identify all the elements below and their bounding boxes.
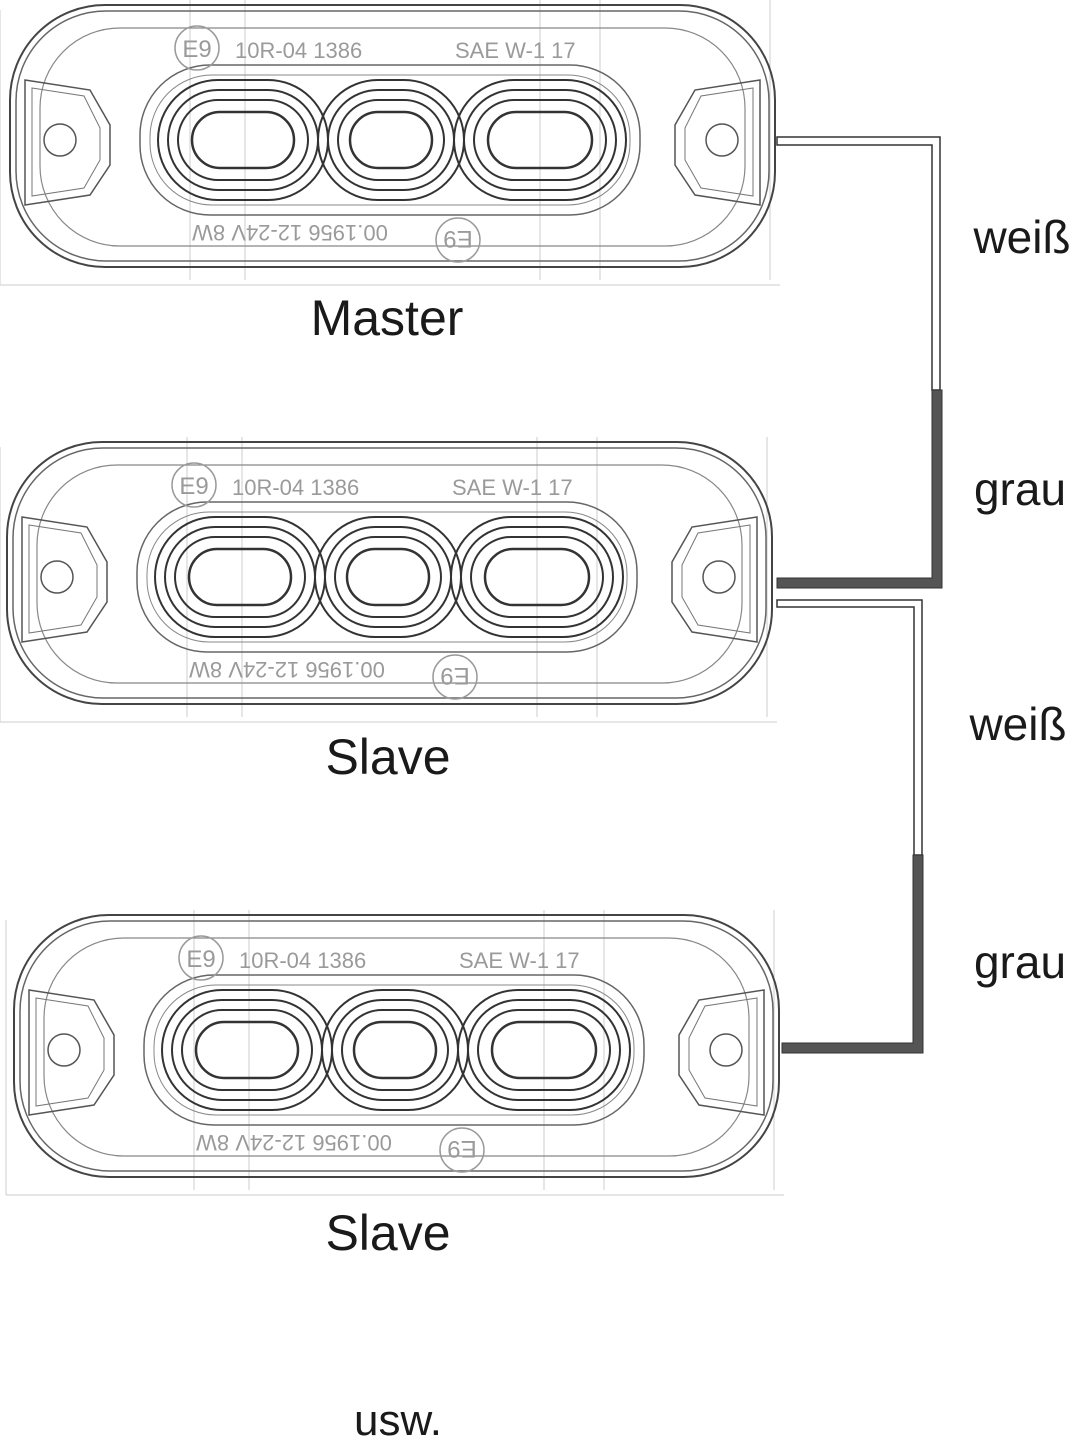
lamp-label-master: Master	[311, 290, 464, 346]
code-bottom: 00.1956 12-24V 8W	[189, 657, 385, 682]
approval-mark-bottom: E9	[443, 225, 472, 252]
wire-grey-2	[781, 854, 924, 1054]
wire-label-weiss-2: weiß	[968, 698, 1066, 750]
code-bottom: 00.1956 12-24V 8W	[196, 1130, 392, 1155]
sae-code: SAE W-1 17	[459, 948, 580, 973]
lamp-label-slave-2: Slave	[325, 1205, 450, 1261]
approval-mark-bottom: E9	[447, 1135, 476, 1162]
approval-mark-top: E9	[179, 473, 208, 500]
lamp-slave-1: E9 10R-04 1386 SAE W-1 17 E9 00.1956 12-…	[0, 437, 777, 785]
code-top: 10R-04 1386	[232, 475, 359, 500]
approval-mark-top: E9	[186, 946, 215, 973]
wire-white-2	[776, 599, 923, 856]
code-top: 10R-04 1386	[239, 948, 366, 973]
lamp-slave-2: E9 10R-04 1386 SAE W-1 17 E9 00.1956 12-…	[5, 910, 784, 1261]
footer-etc: usw.	[354, 1396, 442, 1445]
wire-label-grau-1: grau	[974, 463, 1066, 515]
code-bottom: 00.1956 12-24V 8W	[192, 220, 388, 245]
sae-code: SAE W-1 17	[452, 475, 573, 500]
lamp-label-slave-1: Slave	[325, 729, 450, 785]
wire-label-weiss-1: weiß	[972, 211, 1070, 263]
wire-grey-1	[776, 389, 943, 589]
wire-white-1	[776, 136, 941, 391]
sae-code: SAE W-1 17	[455, 38, 576, 63]
code-top: 10R-04 1386	[235, 38, 362, 63]
wire-label-grau-2: grau	[974, 936, 1066, 988]
approval-mark-bottom: E9	[440, 662, 469, 689]
lamp-master: E9 10R-04 1386 SAE W-1 17 E9 00.1956 12-…	[0, 0, 780, 346]
approval-mark-top: E9	[182, 36, 211, 63]
